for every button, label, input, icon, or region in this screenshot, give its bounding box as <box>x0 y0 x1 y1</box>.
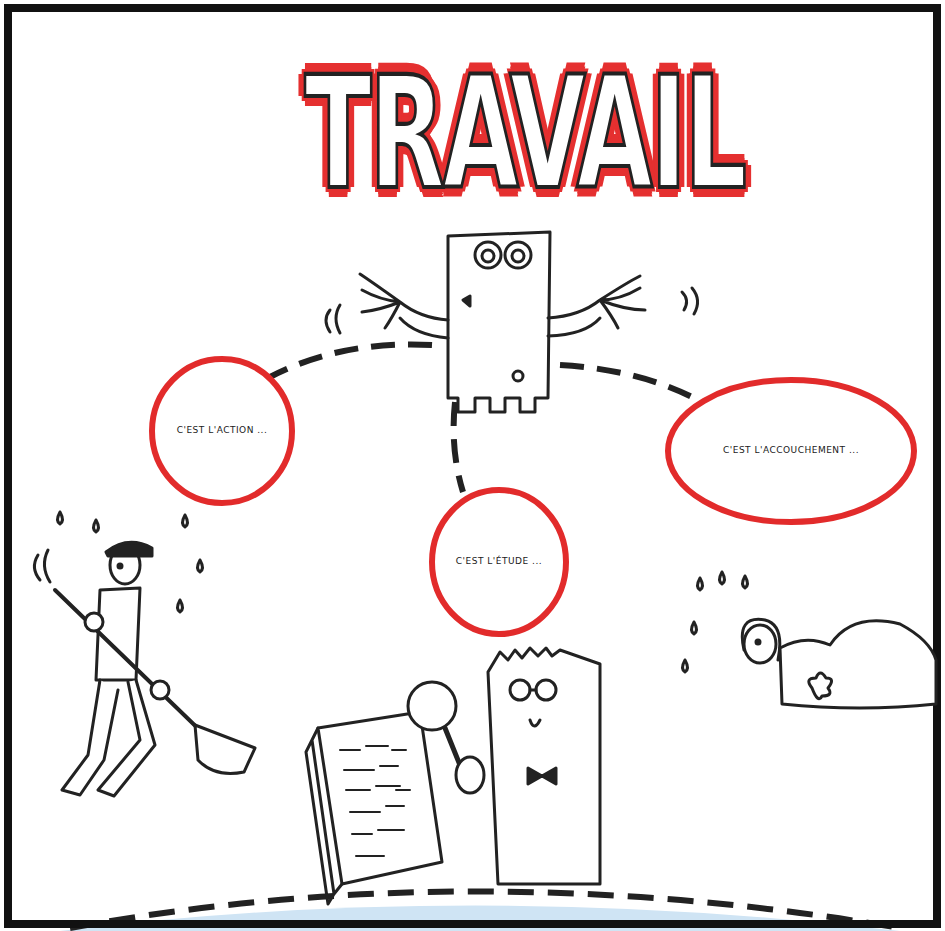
bubble-node: C'EST L'ACCOUCHEMENT ... <box>664 376 918 526</box>
scholar <box>306 648 600 904</box>
leader-line <box>268 344 432 378</box>
bubble-text-box: C'EST L'ÉTUDE ... <box>428 486 570 638</box>
frame <box>8 8 937 924</box>
bubble-node: C'EST L'ACTION ... <box>148 355 296 507</box>
leader-line <box>560 365 712 408</box>
bubble-ellipse <box>432 490 566 634</box>
character <box>326 232 698 412</box>
diagram-title: TRAVAIL <box>305 43 745 223</box>
bubble-node: C'EST L'ÉTUDE ... <box>428 486 570 638</box>
leader-line <box>454 402 463 492</box>
bubble-text: C'EST L'ACCOUCHEMENT ... <box>723 445 859 456</box>
bubble-text: C'EST L'ÉTUDE ... <box>456 556 542 567</box>
bubble-text-box: C'EST L'ACTION ... <box>148 355 296 507</box>
bubble-text-box: C'EST L'ACCOUCHEMENT ... <box>664 376 918 526</box>
bubble-ellipse <box>668 380 914 522</box>
bubble-text: C'EST L'ACTION ... <box>177 425 268 436</box>
lying-woman <box>683 572 937 708</box>
digging-man <box>34 512 255 796</box>
title-frame: TRAVAIL <box>290 38 760 228</box>
bubble-ellipse <box>152 359 292 503</box>
